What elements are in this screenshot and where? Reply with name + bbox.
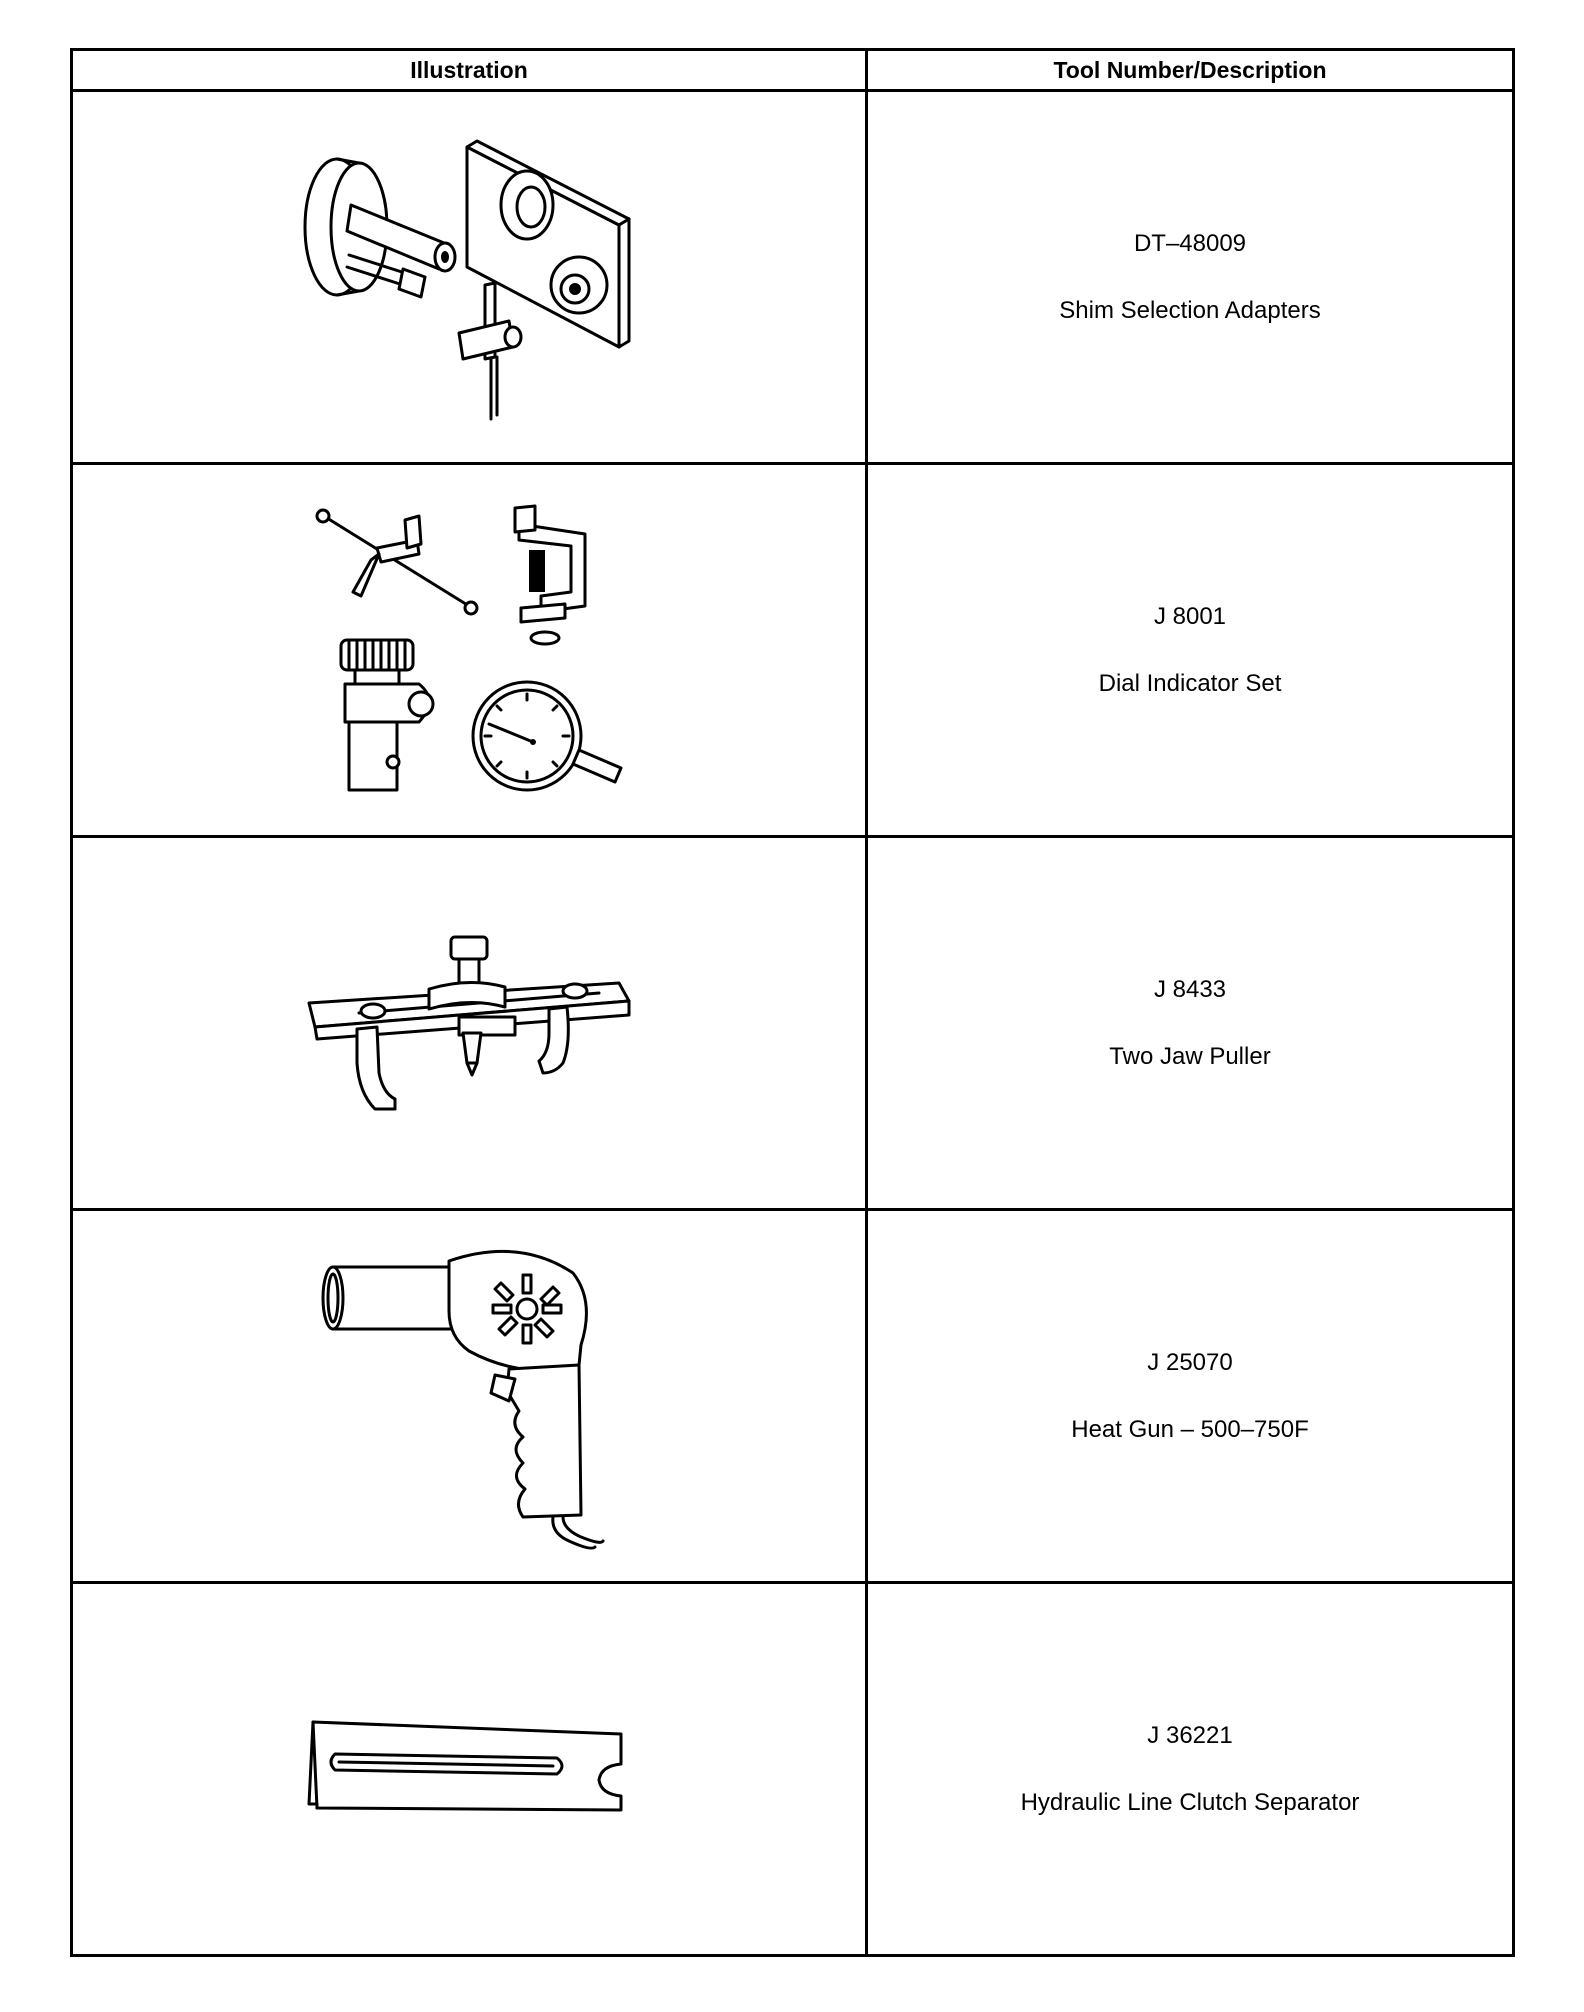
table-row: J 36221 Hydraulic Line Clutch Separator [70,1581,1515,1957]
header-tool-description: Tool Number/Description [865,48,1515,92]
two-jaw-puller-icon [307,935,631,1111]
header-row: Illustration Tool Number/Description [70,48,1515,92]
description-cell: J 8001 Dial Indicator Set [865,462,1515,838]
tool-description: Shim Selection Adapters [1059,296,1321,324]
clutch-separator-icon [307,1720,623,1812]
header-illustration: Illustration [70,48,868,92]
tool-number: J 8433 [1153,975,1227,1003]
tool-number: J 36221 [1147,1721,1233,1749]
tool-description: Heat Gun – 500–750F [1071,1415,1309,1443]
description-cell: J 25070 Heat Gun – 500–750F [865,1208,1515,1584]
heat-gun-icon [321,1249,605,1550]
table-row: J 25070 Heat Gun – 500–750F [70,1208,1515,1584]
description-cell: J 36221 Hydraulic Line Clutch Separator [865,1581,1515,1957]
description-cell: DT–48009 Shim Selection Adapters [865,89,1515,465]
tool-description: Two Jaw Puller [1109,1042,1271,1070]
tool-description: Dial Indicator Set [1098,669,1282,697]
tool-number: J 25070 [1147,1348,1233,1376]
dial-indicator-set-icon [315,504,623,792]
tool-description: Hydraulic Line Clutch Separator [1020,1788,1360,1816]
description-cell: J 8433 Two Jaw Puller [865,835,1515,1211]
shim-selection-adapters-icon [303,139,631,421]
illustration-cell [70,1208,868,1584]
tool-number: DT–48009 [1133,229,1247,257]
table-row: J 8001 Dial Indicator Set [70,462,1515,838]
illustration-cell [70,89,868,465]
illustration-cell [70,1581,868,1957]
tool-table: Illustration Tool Number/Description [70,48,1515,1957]
illustration-cell [70,835,868,1211]
table-row: DT–48009 Shim Selection Adapters [70,89,1515,465]
tool-number: J 8001 [1153,602,1227,630]
illustration-cell [70,462,868,838]
table-row: J 8433 Two Jaw Puller [70,835,1515,1211]
